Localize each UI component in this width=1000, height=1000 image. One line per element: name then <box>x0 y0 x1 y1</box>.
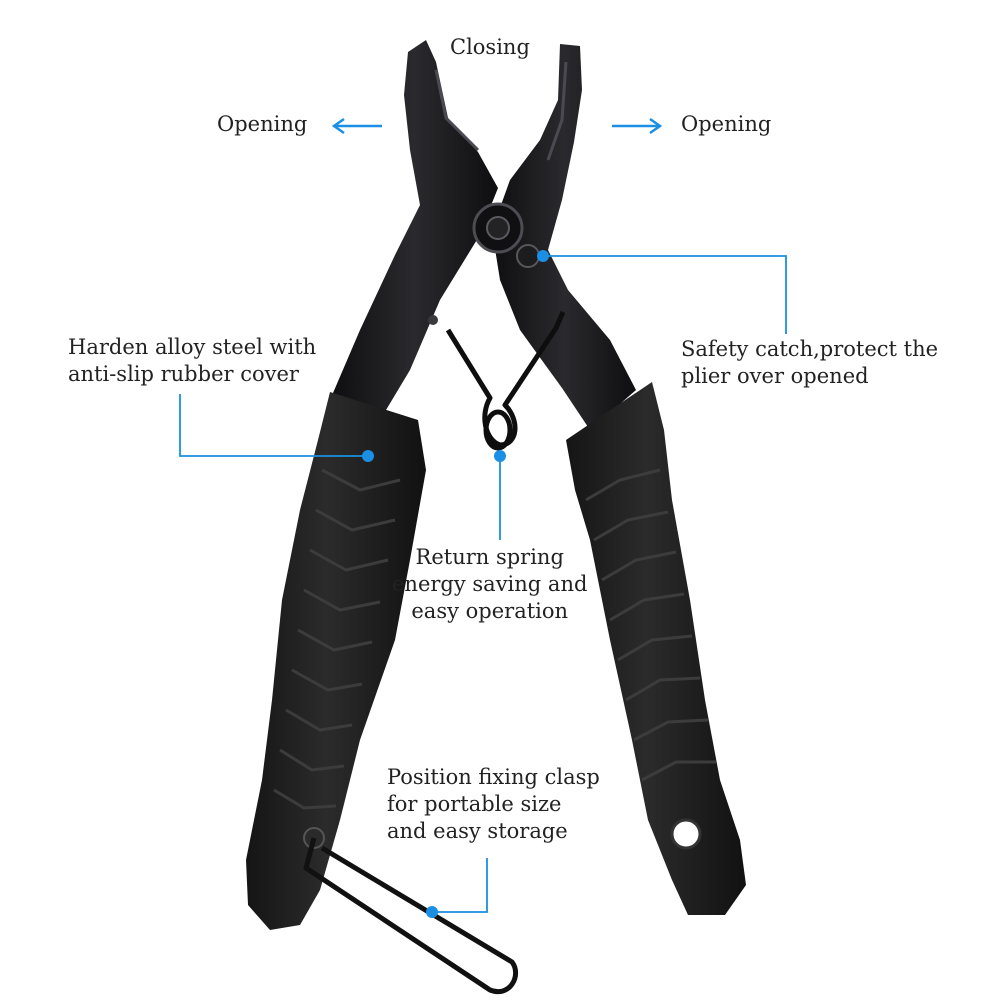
harden-line-2: anti-slip rubber cover <box>68 362 299 386</box>
pivot-bolt-inner <box>486 216 510 240</box>
storage-hole <box>670 818 702 850</box>
clasp-callout-line <box>432 858 488 913</box>
spring-callout-dot <box>494 450 506 462</box>
spring-line-1: Return spring <box>415 545 564 569</box>
clasp-callout-dot <box>426 906 438 918</box>
right-handle <box>566 382 746 915</box>
right-jaw <box>492 44 636 430</box>
safety-label: Safety catch,protect the plier over open… <box>681 336 938 390</box>
safety-catch-pin <box>516 244 540 268</box>
opening-right-label: Opening <box>681 111 771 138</box>
left-jaw <box>330 40 498 420</box>
opening-left-text: Opening <box>217 112 308 136</box>
spring-line-3: easy operation <box>411 599 569 623</box>
small-rivet <box>428 315 438 325</box>
safety-callout-dot <box>537 250 549 262</box>
harden-line-1: Harden alloy steel with <box>68 335 317 359</box>
clasp-label: Position fixing clasp for portable size … <box>387 764 600 845</box>
jaw-highlight <box>434 61 568 161</box>
clasp-line-1: Position fixing clasp <box>387 765 600 789</box>
arrow-left-icon <box>331 117 382 135</box>
position-clasp <box>303 837 519 995</box>
harden-callout-dot <box>362 450 374 462</box>
return-spring <box>445 310 566 448</box>
closing-label: Closing <box>450 34 530 61</box>
arrow-right-icon <box>612 117 663 135</box>
harden-callout-line <box>179 394 368 457</box>
safety-callout-line <box>543 255 787 334</box>
spring-label: Return spring energy saving and easy ope… <box>392 544 587 625</box>
safety-line-2: plier over opened <box>681 364 869 388</box>
opening-right-text: Opening <box>681 112 772 136</box>
harden-label: Harden alloy steel with anti-slip rubber… <box>68 334 316 388</box>
left-handle <box>246 392 426 930</box>
spring-coil <box>483 409 513 451</box>
closing-text: Closing <box>450 35 530 59</box>
clasp-line-3: and easy storage <box>387 819 568 843</box>
right-grip-ridges <box>585 468 716 782</box>
clasp-line-2: for portable size <box>387 792 562 816</box>
left-grip-ridges <box>273 468 401 810</box>
safety-line-1: Safety catch,protect the <box>681 337 939 361</box>
opening-left-label: Opening <box>217 111 307 138</box>
spring-line-2: energy saving and <box>392 572 588 596</box>
